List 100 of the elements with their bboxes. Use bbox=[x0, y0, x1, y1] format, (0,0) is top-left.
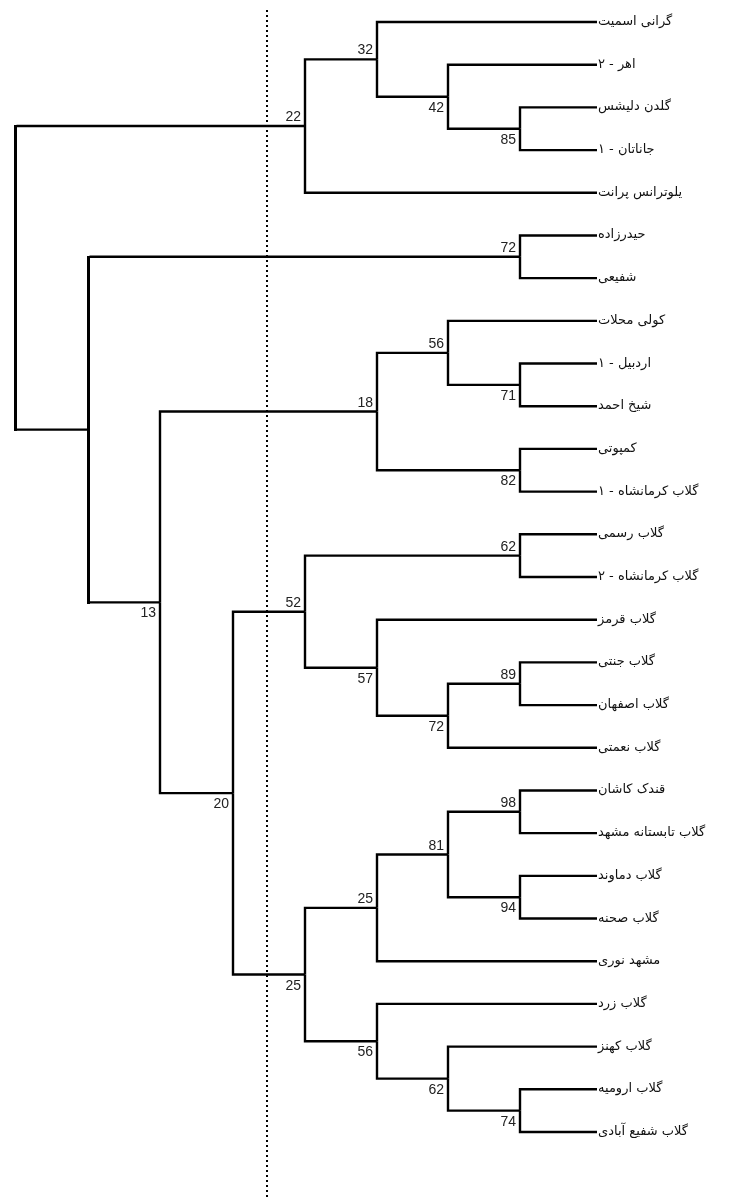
branch-line bbox=[231, 793, 305, 976]
branch-line bbox=[518, 1088, 597, 1111]
branch-line bbox=[303, 126, 597, 194]
taxon-label: گرانی اسمیت bbox=[598, 12, 673, 30]
bootstrap-value: 52 bbox=[285, 593, 305, 610]
taxon-label: کمپوتی bbox=[598, 438, 637, 457]
branch-line bbox=[518, 470, 597, 493]
branch-line bbox=[446, 810, 520, 855]
branch-line bbox=[446, 96, 520, 130]
branch-line bbox=[375, 351, 448, 412]
branch-line bbox=[375, 411, 520, 472]
branch-line bbox=[518, 811, 597, 835]
taxon-label: اردبیل - ۱ bbox=[598, 353, 651, 372]
bootstrap-value: 62 bbox=[500, 537, 520, 554]
branch-line bbox=[446, 352, 520, 387]
taxon-label: گلاب قرمز bbox=[598, 609, 656, 628]
branch-line bbox=[518, 661, 597, 684]
bootstrap-value: 20 bbox=[213, 795, 233, 812]
branch-line bbox=[446, 854, 520, 899]
bootstrap-value: 72 bbox=[500, 238, 520, 255]
branch-line bbox=[518, 234, 597, 257]
bootstrap-value: 98 bbox=[500, 793, 520, 810]
branch-line bbox=[518, 256, 597, 280]
bootstrap-value: 85 bbox=[500, 130, 520, 147]
bootstrap-value: 82 bbox=[500, 472, 520, 489]
taxon-label: گلاب کرمانشاه - ۱ bbox=[598, 481, 699, 500]
taxon-label: یلوترانس پرانت bbox=[598, 182, 683, 201]
branch-line bbox=[518, 789, 597, 812]
bootstrap-value: 72 bbox=[428, 717, 448, 734]
branch-line bbox=[518, 897, 597, 920]
bootstrap-value: 25 bbox=[285, 976, 305, 993]
branch-line bbox=[375, 667, 448, 717]
taxon-label: گلاب رسمی bbox=[598, 524, 664, 543]
branch-line bbox=[303, 58, 377, 127]
taxon-label: گلاب تابستانه مشهد bbox=[598, 823, 706, 842]
taxon-label: گلاب شفیع آبادی bbox=[598, 1122, 688, 1140]
branch-line bbox=[446, 63, 597, 97]
branch-line bbox=[375, 1041, 448, 1080]
taxon-label: گلاب نعمتی bbox=[598, 737, 661, 756]
taxon-label: گلدن دلیشس bbox=[598, 97, 671, 116]
taxon-label: شیخ احمد bbox=[598, 396, 652, 415]
branch-line bbox=[158, 410, 377, 603]
branch-line bbox=[518, 128, 597, 152]
bootstrap-value: 13 bbox=[140, 604, 160, 621]
taxon-label: قندک کاشان bbox=[598, 780, 666, 799]
taxon-label: گلاب ارومیه bbox=[598, 1079, 663, 1098]
branch-line bbox=[16, 428, 88, 431]
bootstrap-value: 62 bbox=[428, 1080, 448, 1097]
taxon-label: گلاب صحنه bbox=[598, 908, 659, 927]
branch-line bbox=[89, 601, 160, 604]
branch-line bbox=[375, 907, 597, 963]
branch-line bbox=[518, 447, 597, 471]
branch-line bbox=[446, 1078, 520, 1112]
branch-line bbox=[518, 683, 597, 707]
branch-line bbox=[375, 1002, 597, 1042]
taxon-label: حیدرزاده bbox=[598, 225, 646, 244]
branch-line bbox=[303, 611, 377, 669]
branch-line bbox=[231, 610, 305, 794]
bootstrap-value: 32 bbox=[357, 41, 377, 58]
bootstrap-value: 18 bbox=[357, 393, 377, 410]
bootstrap-value: 56 bbox=[357, 1043, 377, 1060]
taxon-label: گلاب کهنز bbox=[598, 1036, 652, 1055]
taxon-label: گلاب کرمانشاه - ۲ bbox=[598, 567, 699, 585]
taxon-label: گلاب جنتی bbox=[598, 652, 656, 671]
bootstrap-value: 89 bbox=[500, 665, 520, 682]
branch-line bbox=[518, 106, 597, 129]
bootstrap-value: 22 bbox=[285, 108, 305, 125]
branch-line bbox=[158, 602, 233, 795]
branch-line bbox=[518, 1110, 597, 1134]
branch-line bbox=[303, 554, 520, 612]
taxon-label: گلاب دماوند bbox=[598, 865, 662, 884]
branch-line bbox=[375, 618, 597, 668]
taxon-label: گلاب زرد bbox=[598, 993, 647, 1012]
bootstrap-value: 25 bbox=[357, 889, 377, 906]
taxon-label: گلاب اصفهان bbox=[598, 695, 670, 714]
bootstrap-value: 56 bbox=[428, 334, 448, 351]
bootstrap-value: 94 bbox=[500, 899, 520, 916]
bootstrap-value: 42 bbox=[428, 98, 448, 115]
branch-line bbox=[446, 319, 597, 353]
branch-line bbox=[518, 362, 597, 385]
junction-line bbox=[13, 124, 17, 431]
bootstrap-value: 81 bbox=[428, 836, 448, 853]
branch-line bbox=[446, 715, 597, 749]
branch-line bbox=[89, 255, 520, 258]
branch-line bbox=[518, 555, 597, 579]
branch-line bbox=[375, 853, 448, 908]
branch-line bbox=[375, 20, 597, 60]
taxon-label: کولی محلات bbox=[598, 310, 666, 329]
branch-line bbox=[446, 682, 520, 716]
junction-line bbox=[86, 255, 90, 604]
branch-line bbox=[16, 124, 305, 128]
branch-line bbox=[303, 974, 377, 1043]
bootstrap-value: 74 bbox=[500, 1112, 520, 1129]
branch-line bbox=[518, 384, 597, 408]
taxon-label: مشهد نوری bbox=[598, 951, 661, 970]
branch-line bbox=[375, 59, 448, 98]
bootstrap-value: 57 bbox=[357, 669, 377, 686]
taxon-label: شفیعی bbox=[598, 268, 637, 287]
branch-line bbox=[446, 1045, 597, 1079]
branch-line bbox=[518, 533, 597, 556]
